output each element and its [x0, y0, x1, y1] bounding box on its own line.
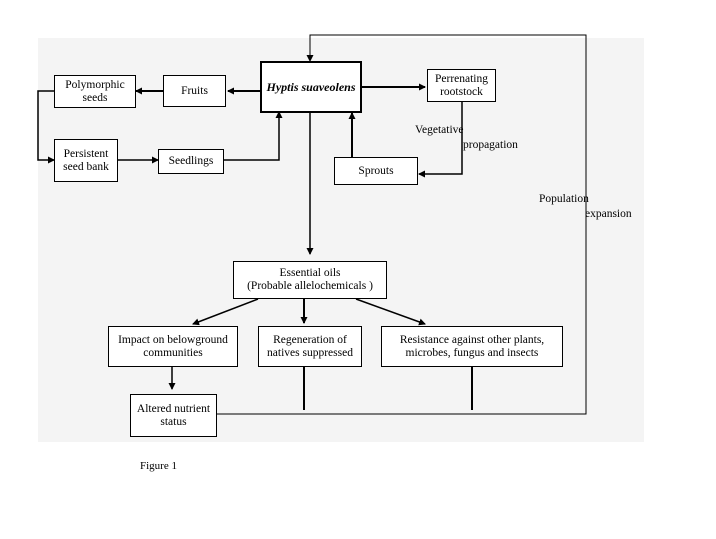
arrow-population-expansion-loop: [217, 34, 587, 415]
node-perrenating-rootstock: Perrenating rootstock: [427, 69, 496, 102]
node-impact-belowground: Impact on belowground communities: [108, 326, 238, 367]
arrow-oils-to-resistance: [355, 298, 426, 326]
label-population: Population: [539, 193, 589, 205]
node-regeneration-natives: Regeneration of natives suppressed: [258, 326, 362, 367]
arrow-oils-to-impact: [192, 298, 259, 326]
node-fruits: Fruits: [163, 75, 226, 107]
label-propagation: propagation: [463, 139, 518, 151]
node-essential-oils: Essential oils (Probable allelochemicals…: [233, 261, 387, 299]
arrow-rootstock-to-sprouts: [418, 102, 463, 178]
node-polymorphic-seeds: Polymorphic seeds: [54, 75, 136, 108]
node-persistent-seed-bank: Persistent seed bank: [54, 139, 118, 182]
node-hyptis-suaveolens: Hyptis suaveolens: [260, 61, 362, 113]
node-sprouts: Sprouts: [334, 157, 418, 185]
arrow-seedlings-to-hyptis: [224, 111, 283, 161]
node-resistance: Resistance against other plants, microbe…: [381, 326, 563, 367]
figure-caption: Figure 1: [140, 460, 177, 472]
node-altered-nutrient-status: Altered nutrient status: [130, 394, 217, 437]
arrow-seeds-to-seedbank: [37, 90, 55, 164]
label-expansion: expansion: [585, 208, 632, 220]
node-seedlings: Seedlings: [158, 149, 224, 174]
label-vegetative: Vegetative: [415, 124, 464, 136]
